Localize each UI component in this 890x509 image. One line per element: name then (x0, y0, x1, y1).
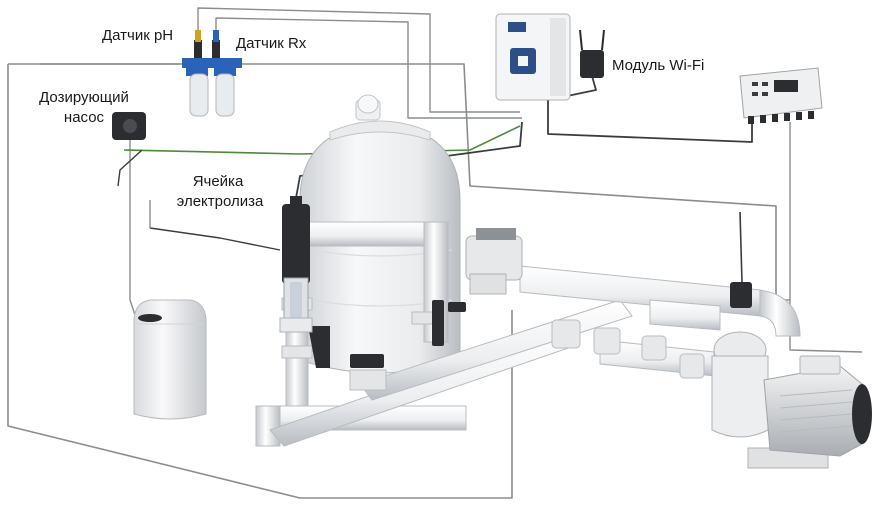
dosing-pump-label-line2: насос (63, 109, 105, 126)
ph-sensor-label: Датчик pH (102, 27, 174, 44)
cable-outer-left (7, 64, 513, 499)
wifi-module-label: Модуль Wi-Fi (612, 57, 705, 74)
cable-cell-side (149, 227, 281, 251)
circulation-pump (711, 331, 872, 469)
chemical-container (133, 299, 207, 420)
cable-rx-to-controller (215, 17, 522, 119)
cable-to-pump (789, 122, 863, 353)
electrolysis-cell-label-line1: Ячейка (192, 173, 244, 190)
dosing-pump-label-line1: Дозирующий (39, 89, 129, 106)
dosing-pump (112, 112, 146, 140)
multiport-valve (465, 228, 523, 295)
sensor-filter-housings (182, 30, 242, 117)
electrolysis-cell (279, 196, 313, 333)
remote-control-unit (739, 67, 823, 124)
rx-sensor-label: Датчик Rx (236, 35, 307, 52)
wifi-module (579, 29, 605, 78)
cable-wifi (547, 75, 753, 143)
cable-dosing-pump-down (129, 138, 141, 331)
cable-ph-to-controller (197, 7, 520, 113)
electrolysis-cell-label-line2: электролиза (176, 193, 264, 210)
valve-handles (308, 282, 752, 368)
main-controller (495, 13, 571, 101)
